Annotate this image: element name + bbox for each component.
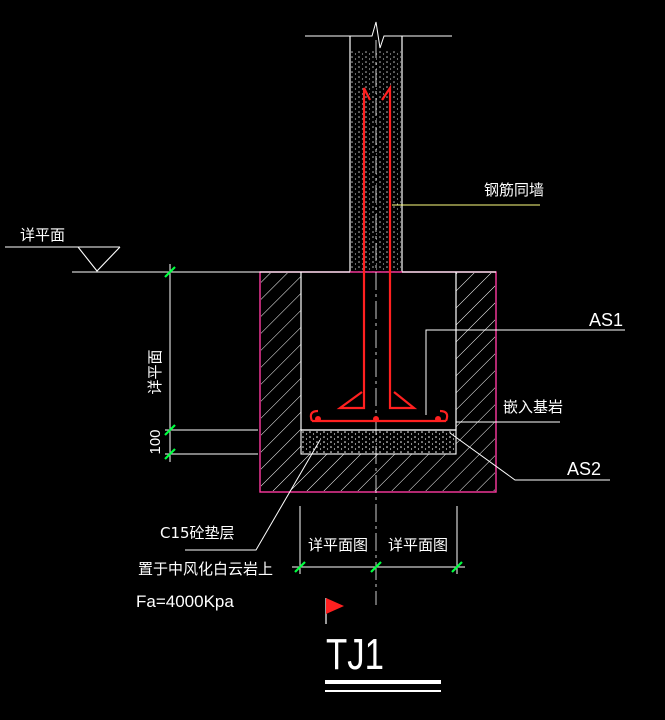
drawing-title: TJ1 <box>326 630 384 679</box>
width-dim-right: 详平面图 <box>388 536 448 554</box>
flag-icon <box>325 598 344 624</box>
depth-dim-label: 详平面 <box>146 349 164 394</box>
leader-lines-white <box>185 329 625 551</box>
wall <box>349 36 403 272</box>
rebar-dots <box>315 416 441 422</box>
depth-dimension <box>165 264 258 462</box>
cushion-note-3: Fa=4000Kpa <box>136 592 234 611</box>
wall-note: 钢筋同墙 <box>484 181 544 199</box>
dim-ticks-left <box>164 266 176 460</box>
rebar <box>309 84 449 423</box>
title-underline <box>325 680 441 692</box>
cushion-note-1: C15砼垫层 <box>160 524 235 542</box>
wall-break-line <box>305 21 452 49</box>
cushion-layer <box>300 429 457 455</box>
level-mark-label: 详平面 <box>20 226 65 244</box>
pad-dim-label: 100 <box>147 429 164 454</box>
level-symbol <box>5 246 260 273</box>
cushion-note-2: 置于中风化白云岩上 <box>138 560 273 578</box>
width-dimension <box>292 506 465 574</box>
width-dim-left: 详平面图 <box>308 536 368 554</box>
as2-label: AS2 <box>567 459 601 479</box>
pit-outline <box>259 271 497 493</box>
bedrock-hatch <box>261 273 495 491</box>
as1-label: AS1 <box>589 310 623 330</box>
dim-ticks-bottom <box>294 561 463 573</box>
embed-note: 嵌入基岩 <box>503 398 563 416</box>
